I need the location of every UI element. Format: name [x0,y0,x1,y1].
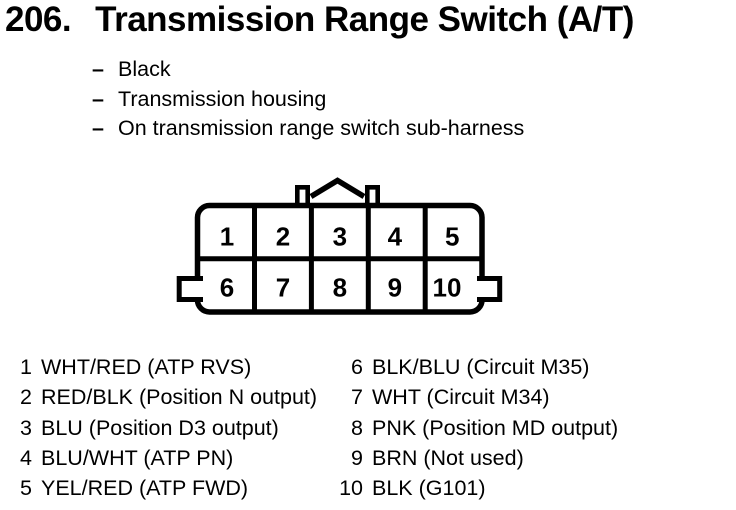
pin-legend-right: 6 BLK/BLU (Circuit M35) 7 WHT (Circuit M… [337,352,618,503]
note-text: On transmission range switch sub-harness [118,116,525,141]
pin-row: 8 PNK (Position MD output) [337,413,618,443]
pin-number: 9 [351,445,363,470]
pin-cell-9: 9 [388,273,402,303]
pin-cell-3: 3 [333,222,347,252]
pin-label: WHT/RED (ATP RVS) [41,355,252,379]
note-line: –Black [92,55,524,85]
pin-row: 7 WHT (Circuit M34) [337,382,618,412]
pin-number: 1 [20,355,32,379]
side-tab-left-icon [176,276,203,302]
dash-bullet: – [92,57,104,81]
note-text: Transmission housing [118,86,327,111]
note-text: Black [118,57,171,81]
note-line: –Transmission housing [92,85,524,115]
pin-cell-4: 4 [388,222,403,252]
pin-label: RED/BLK (Position N output) [41,385,318,410]
pin-legend-left: 1 WHT/RED (ATP RVS) 2 RED/BLK (Position … [6,352,317,503]
pin-label: BLK/BLU (Circuit M35) [372,355,590,379]
pin-label: BLK (G101) [372,476,486,501]
pin-cell-6: 6 [220,273,234,303]
pin-label: YEL/RED (ATP FWD) [41,476,249,501]
pin-number: 4 [20,445,32,470]
pin-number: 7 [351,385,363,410]
pin-row: 1 WHT/RED (ATP RVS) [6,352,317,382]
pin-cell-7: 7 [276,273,290,303]
pin-row: 5 YEL/RED (ATP FWD) [6,473,317,503]
pin-number: 10 [339,476,363,501]
pin-number: 2 [20,385,32,410]
pin-label: WHT (Circuit M34) [372,385,550,410]
note-line: –On transmission range switch sub-harnes… [92,114,524,144]
pin-row: 3 BLU (Position D3 output) [6,413,317,443]
pin-row: 6 BLK/BLU (Circuit M35) [337,352,618,382]
pin-cell-8: 8 [333,273,347,303]
pin-row: 9 BRN (Not used) [337,443,618,473]
pin-number: 8 [351,415,363,440]
pin-label: BRN (Not used) [372,445,524,470]
pin-label: BLU/WHT (ATP PN) [41,445,234,470]
latch-chevron-icon [309,177,366,199]
title-text: Transmission Range Switch (A/T) [95,0,634,39]
pin-cell-1: 1 [220,222,234,252]
pin-label: PNK (Position MD output) [372,415,619,440]
pin-number: 5 [20,476,32,501]
pin-label: BLU (Position D3 output) [41,415,279,440]
notes-list: –Black –Transmission housing –On transmi… [92,55,524,144]
pin-cell-5: 5 [445,222,459,252]
dash-bullet: – [92,116,104,141]
pin-cell-2: 2 [276,222,290,252]
pin-row: 10 BLK (G101) [337,473,618,503]
page-title: 206. Transmission Range Switch (A/T) [5,0,634,40]
pin-cell-10: 10 [433,273,462,303]
side-tab-right-icon [477,276,503,302]
pin-number: 6 [351,355,363,379]
pin-row: 2 RED/BLK (Position N output) [6,382,317,412]
dash-bullet: – [92,86,104,111]
pin-row: 4 BLU/WHT (ATP PN) [6,443,317,473]
item-number: 206. [5,0,72,39]
pin-number: 3 [20,415,32,440]
